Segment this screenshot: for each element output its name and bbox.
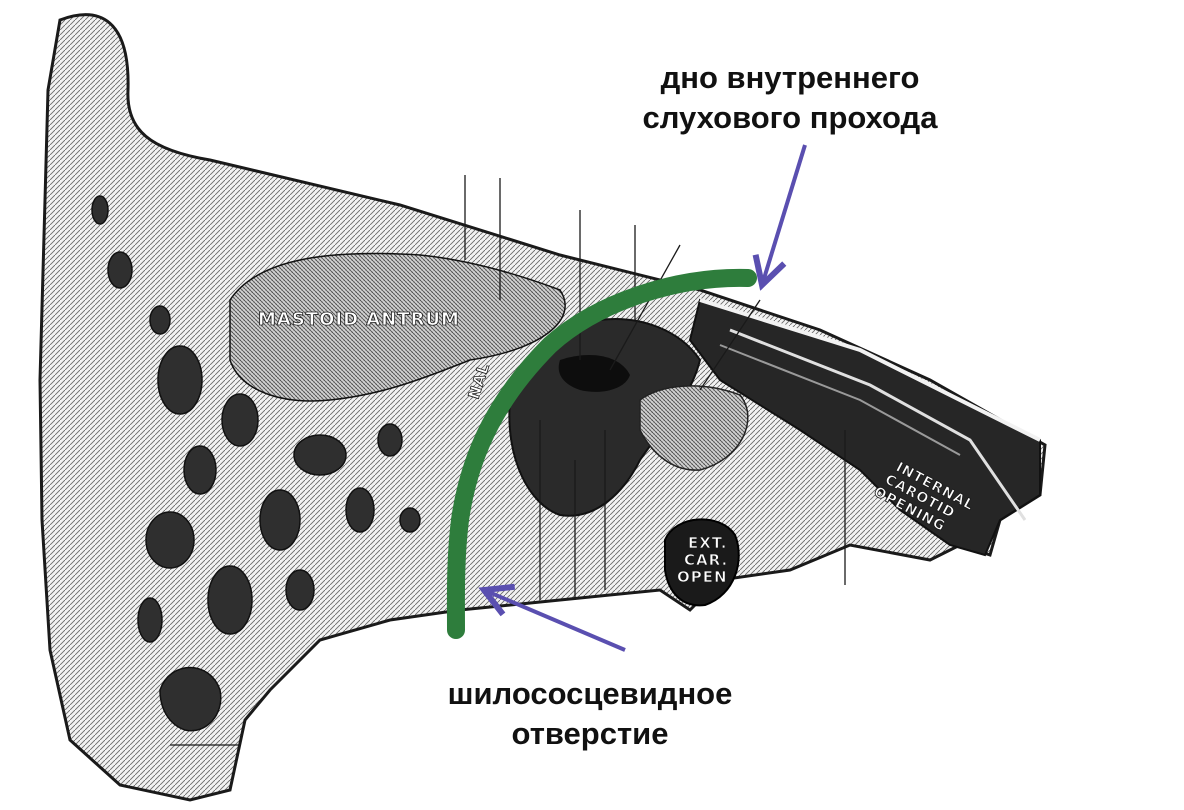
label-top-line-1: дно внутреннего: [660, 60, 920, 95]
label-bottom-line-2: отверстие: [511, 716, 669, 751]
tympanic-region: [508, 318, 749, 517]
arrow-to-canal-floor: [762, 144, 807, 285]
label-stylomastoid-foramen: шилососцевидное отверстие: [400, 674, 780, 754]
mastoid-air-cells: [91, 195, 566, 732]
arrow-to-stylomastoid-foramen: [484, 590, 626, 652]
ext-car-line-3: OPEN: [677, 568, 728, 586]
label-internal-acoustic-meatus-floor: дно внутреннего слухового прохода: [600, 58, 980, 138]
label-top-line-2: слухового прохода: [642, 100, 938, 135]
carotid-canal: [688, 298, 1041, 557]
ext-car-label: EXT. CAR. OPEN: [677, 534, 728, 587]
label-bottom-line-1: шилососцевидное: [447, 676, 733, 711]
ext-car-line-2: CAR.: [684, 551, 728, 569]
ext-carotid-opening: [664, 518, 740, 607]
ext-car-line-1: EXT.: [688, 534, 727, 552]
facial-canal-highlight: [446, 268, 757, 639]
mastoid-antrum-label: MASTOID ANTRUM: [258, 309, 460, 330]
